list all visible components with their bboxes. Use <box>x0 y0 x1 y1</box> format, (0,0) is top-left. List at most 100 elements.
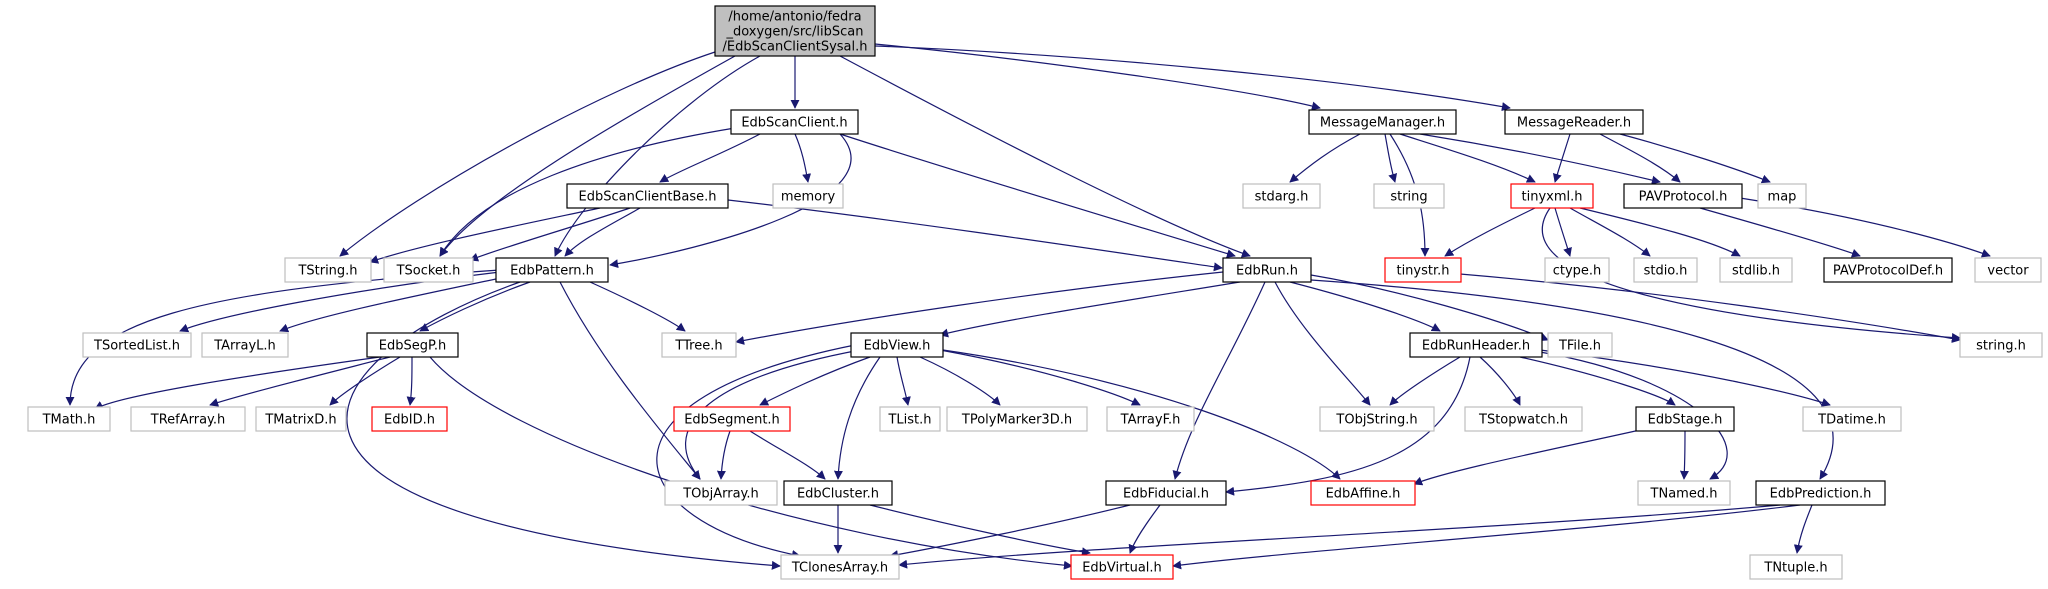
edge-root-to-MessageReader <box>874 45 1511 112</box>
node-ctype[interactable]: ctype.h <box>1544 257 1610 283</box>
node-memory[interactable]: memory <box>772 183 844 209</box>
edge-EdbView-to-TArrayF <box>939 349 1141 406</box>
node-box <box>1547 332 1613 358</box>
node-box <box>130 406 246 432</box>
node-EdbRunHeader[interactable]: EdbRunHeader.h <box>1409 332 1543 358</box>
edge-root-to-TString <box>339 51 716 257</box>
node-TString[interactable]: TString.h <box>284 257 372 283</box>
node-EdbRun[interactable]: EdbRun.h <box>1222 257 1312 283</box>
node-label: EdbVirtual.h <box>1082 561 1162 576</box>
edge-EdbView-to-EdbCluster <box>833 356 881 480</box>
node-box <box>495 257 609 283</box>
node-tinystr[interactable]: tinystr.h <box>1384 257 1462 283</box>
node-label: TSortedList.h <box>93 339 180 354</box>
node-stdlib[interactable]: stdlib.h <box>1719 257 1793 283</box>
node-EdbPrediction[interactable]: EdbPrediction.h <box>1755 480 1886 506</box>
node-TClonesArray[interactable]: TClonesArray.h <box>780 554 900 580</box>
node-TDatime[interactable]: TDatime.h <box>1802 406 1902 432</box>
node-box <box>1105 480 1227 506</box>
node-box <box>1308 109 1457 135</box>
node-box <box>783 480 893 506</box>
node-EdbFiducial[interactable]: EdbFiducial.h <box>1105 480 1227 506</box>
edge-EdbScanClientBase-to-EdbRun <box>727 199 1223 272</box>
edge-MessageReader-to-map <box>1619 133 1771 184</box>
edge-MessageManager-to-PAVProtocol <box>1419 133 1661 185</box>
node-box <box>1373 183 1445 209</box>
edge-EdbRun-to-EdbPrediction <box>1310 279 1834 480</box>
node-EdbScanClient[interactable]: EdbScanClient.h <box>730 109 859 135</box>
node-TNamed[interactable]: TNamed.h <box>1637 480 1731 506</box>
node-label: EdbScanClientBase.h <box>579 190 717 205</box>
node-MessageManager[interactable]: MessageManager.h <box>1308 109 1457 135</box>
node-TMath[interactable]: TMath.h <box>27 406 111 432</box>
node-EdbPattern[interactable]: EdbPattern.h <box>495 257 609 283</box>
edge-EdbSegment-to-EdbCluster <box>749 430 826 480</box>
node-box <box>284 257 372 283</box>
node-TArrayL[interactable]: TArrayL.h <box>201 332 289 358</box>
edge-EdbPattern-to-TArrayL <box>279 275 511 333</box>
node-MessageReader[interactable]: MessageReader.h <box>1504 109 1644 135</box>
node-vector[interactable]: vector <box>1974 257 2042 283</box>
edge-EdbView-to-EdbSegment <box>759 356 871 406</box>
edge-EdbPattern-to-TClonesArray <box>346 281 781 570</box>
edge-EdbScanClient-to-memory <box>794 133 812 183</box>
edge-EdbScanClientBase-to-TSocket <box>469 207 631 262</box>
node-EdbScanClientBase[interactable]: EdbScanClientBase.h <box>566 183 729 209</box>
node-stdio[interactable]: stdio.h <box>1633 257 1698 283</box>
node-stringh[interactable]: string.h <box>1959 332 2043 358</box>
edge-root-to-EdbRun <box>839 55 1251 258</box>
node-EdbAffine[interactable]: EdbAffine.h <box>1310 480 1416 506</box>
node-box <box>661 332 737 358</box>
node-string[interactable]: string <box>1373 183 1445 209</box>
node-box <box>366 332 459 358</box>
node-TStopwatch[interactable]: TStopwatch.h <box>1464 406 1583 432</box>
node-TFile[interactable]: TFile.h <box>1547 332 1613 358</box>
node-box <box>1409 332 1543 358</box>
edge-EdbView-to-EdbAffine <box>942 349 1341 480</box>
node-TRefArray[interactable]: TRefArray.h <box>130 406 246 432</box>
node-box <box>850 332 944 358</box>
node-box <box>1106 406 1195 432</box>
edge-EdbRunHeader-to-EdbFiducial <box>1225 356 1471 496</box>
node-EdbCluster[interactable]: EdbCluster.h <box>783 480 893 506</box>
edge-EdbSegP-to-EdbVirtual <box>429 356 1073 570</box>
node-TSortedList[interactable]: TSortedList.h <box>82 332 192 358</box>
node-TPolyMarker3D[interactable]: TPolyMarker3D.h <box>946 406 1088 432</box>
edge-EdbPattern-to-TTree <box>589 281 686 332</box>
edge-EdbStage-to-EdbAffine <box>1413 429 1641 486</box>
node-stdarg[interactable]: stdarg.h <box>1242 183 1321 209</box>
node-EdbStage[interactable]: EdbStage.h <box>1635 406 1735 432</box>
node-TObjArray[interactable]: TObjArray.h <box>664 480 778 506</box>
node-label: TArrayF.h <box>1120 413 1181 428</box>
node-label: EdbFiducial.h <box>1123 487 1209 502</box>
node-label: TTree.h <box>674 339 722 354</box>
node-EdbView[interactable]: EdbView.h <box>850 332 944 358</box>
node-TMatrixD[interactable]: TMatrixD.h <box>255 406 347 432</box>
node-label: EdbStage.h <box>1648 413 1723 428</box>
node-label: TObjString.h <box>1335 413 1417 428</box>
edge-PAVProtocol-to-PAVProtocolDef <box>1699 207 1861 258</box>
node-PAVProtocol[interactable]: PAVProtocol.h <box>1623 183 1743 209</box>
node-tinyxml[interactable]: tinyxml.h <box>1510 183 1594 209</box>
node-TTree[interactable]: TTree.h <box>661 332 737 358</box>
node-label: map <box>1768 190 1797 205</box>
edge-EdbRun-to-TTree <box>735 271 1224 345</box>
node-label: string.h <box>1976 339 2026 354</box>
node-TArrayF[interactable]: TArrayF.h <box>1106 406 1195 432</box>
node-root[interactable]: /home/antonio/fedra_doxygen/src/libScan/… <box>714 5 876 57</box>
node-EdbSegP[interactable]: EdbSegP.h <box>366 332 459 358</box>
node-EdbID[interactable]: EdbID.h <box>371 406 448 432</box>
node-map[interactable]: map <box>1757 183 1807 209</box>
node-label: /EdbScanClientSysal.h <box>722 40 867 55</box>
edge-EdbRun-to-TObjString <box>1274 281 1371 406</box>
node-EdbSegment[interactable]: EdbSegment.h <box>673 406 791 432</box>
edge-EdbSegP-to-TMatrixD <box>329 356 401 406</box>
node-TNtuple[interactable]: TNtuple.h <box>1749 554 1843 580</box>
node-box <box>1755 480 1886 506</box>
node-TList[interactable]: TList.h <box>879 406 941 432</box>
node-EdbVirtual[interactable]: EdbVirtual.h <box>1070 554 1174 580</box>
edge-EdbSegP-to-TRefArray <box>209 356 391 407</box>
node-TSocket[interactable]: TSocket.h <box>383 257 474 283</box>
node-PAVProtocolDef[interactable]: PAVProtocolDef.h <box>1823 257 1953 283</box>
node-TObjString[interactable]: TObjString.h <box>1319 406 1435 432</box>
